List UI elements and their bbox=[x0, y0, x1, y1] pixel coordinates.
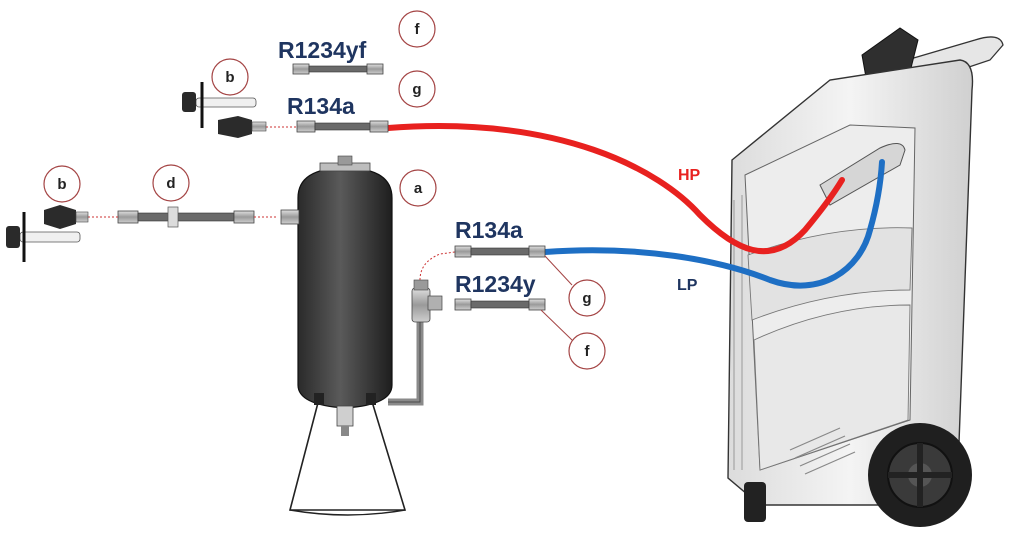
recovery-machine bbox=[727, 27, 1004, 527]
callout-g-right-letter: g bbox=[582, 290, 591, 307]
callout-a: a bbox=[399, 169, 437, 207]
hose-r1234yf-top bbox=[292, 63, 384, 75]
hose-label-r1234yf-top: R1234yf bbox=[278, 37, 367, 63]
lp-label: LP bbox=[677, 277, 698, 294]
hose-r134a-mid bbox=[454, 245, 546, 258]
callout-g-top: g bbox=[398, 70, 436, 108]
hose-r1234y-mid bbox=[454, 298, 546, 311]
callout-b-left-letter: b bbox=[57, 176, 66, 193]
callout-b-left: b bbox=[43, 165, 81, 203]
coupler-adapter-left bbox=[6, 205, 89, 262]
callout-f-top: f bbox=[398, 10, 436, 48]
hp-hose bbox=[385, 123, 845, 255]
recovery-tank bbox=[280, 155, 456, 516]
callout-a-letter: a bbox=[414, 180, 423, 197]
hose-r134a-top bbox=[296, 120, 389, 133]
hose-label-r134a-mid: R134a bbox=[455, 217, 523, 243]
callout-d-letter: d bbox=[166, 175, 175, 192]
callout-g-right: g bbox=[568, 279, 606, 317]
callout-b-top-letter: b bbox=[225, 69, 234, 86]
wheel bbox=[868, 423, 972, 527]
hose-label-r134a-top: R134a bbox=[287, 93, 355, 119]
callout-d: d bbox=[152, 164, 190, 202]
callout-b-top: b bbox=[211, 58, 249, 96]
hp-label: HP bbox=[678, 167, 701, 184]
callout-f-right: f bbox=[568, 332, 606, 370]
callout-g-top-letter: g bbox=[412, 81, 421, 98]
hose-label-r1234y-mid: R1234y bbox=[455, 271, 536, 297]
callout-f-top-letter: f bbox=[415, 21, 421, 38]
coupler-adapter-top bbox=[182, 82, 267, 138]
hose-d bbox=[117, 206, 255, 228]
lp-hose bbox=[542, 159, 885, 289]
side-valve bbox=[411, 279, 443, 323]
callout-f-right-letter: f bbox=[585, 343, 591, 360]
